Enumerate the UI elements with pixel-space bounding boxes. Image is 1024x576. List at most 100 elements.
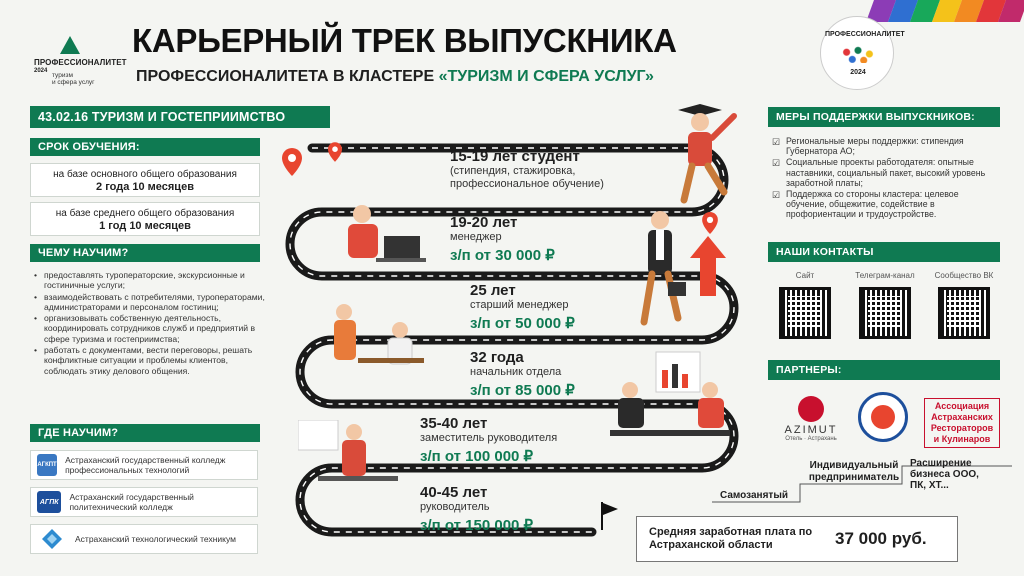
track-stage: 35-40 лет заместитель руководителя з/п о… xyxy=(420,415,640,465)
support-list: ☑ Региональные меры поддержки: стипендия … xyxy=(772,136,998,221)
contact-label: Сообщество ВК xyxy=(934,271,994,280)
stage-salary: з/п от 50 000 ₽ xyxy=(470,315,575,332)
support-text: Поддержка со стороны кластера: целевое о… xyxy=(786,189,959,220)
checkbox-icon: ☑ xyxy=(772,158,781,169)
duration-option: на базе основного общего образования 2 г… xyxy=(30,163,260,197)
checkbox-icon: ☑ xyxy=(772,137,781,147)
step-expansion: Расширение бизнеса ООО, ПК, ХТ... xyxy=(910,458,979,491)
logo: ПРОФЕССИОНАЛИТЕТ 2024 туризм и сфера усл… xyxy=(30,14,130,86)
profession-badge: ПРОФЕССИОНАЛИТЕТ 2024 xyxy=(820,16,905,90)
college-card: Астраханский технологический техникум xyxy=(30,524,258,554)
colleges-heading: ГДЕ НАУЧИМ? xyxy=(30,424,260,442)
team-meeting-illustration xyxy=(334,304,424,365)
list-item: предоставлять туроператорские, экскурсио… xyxy=(34,270,266,291)
partner-association: Ассоциация Астраханских Рестораторов и К… xyxy=(924,398,1000,448)
stage-age: 35-40 лет xyxy=(420,415,488,432)
finish-flag-icon xyxy=(601,502,618,530)
page-subtitle: ПРОФЕССИОНАЛИТЕТА В КЛАСТЕРЕ «ТУРИЗМ И С… xyxy=(136,68,654,86)
track-stage: 32 года начальник отдела з/п от 85 000 ₽ xyxy=(470,349,670,399)
qr-code-site[interactable] xyxy=(779,287,831,339)
skills-list: предоставлять туроператорские, экскурсио… xyxy=(34,270,266,377)
stage-role: заместитель руководителя xyxy=(420,432,558,444)
duration-basis: на базе среднего общего образования xyxy=(55,208,235,219)
college-abbr: АГКПТ xyxy=(37,462,57,468)
logo-text: ПРОФЕССИОНАЛИТЕТ xyxy=(34,58,127,67)
business-steps: Самозанятый Индивидуальный предпринимате… xyxy=(712,452,1012,522)
map-pin-icon xyxy=(282,148,302,176)
college-abbr: АГПК xyxy=(39,498,59,506)
track-stage: 40-45 лет руководитель з/п от 150 000 ₽ xyxy=(420,484,620,534)
stage-age: 15-19 лет студент xyxy=(450,148,580,165)
map-pin-icon xyxy=(328,142,342,162)
subtitle-accent: «ТУРИЗМ И СФЕРА УСЛУГ» xyxy=(438,68,654,85)
duration-option: на базе среднего общего образования 1 го… xyxy=(30,202,260,236)
stage-role: старший менеджер xyxy=(470,299,569,311)
step-self-employed: Самозанятый xyxy=(720,490,789,501)
list-item: организовывать собственную деятельность,… xyxy=(34,313,266,344)
stage-age: 32 года xyxy=(470,349,524,366)
average-salary-box: Средняя заработная плата по Астраханской… xyxy=(636,516,958,562)
track-stage: 19-20 лет менеджер з/п от 30 000 ₽ xyxy=(450,214,650,264)
contact-label: Телеграм-канал xyxy=(855,271,915,280)
average-salary-label: Средняя заработная плата по Астраханской… xyxy=(649,526,813,551)
duration-term: 2 года 10 месяцев xyxy=(96,181,194,193)
college-logo-icon xyxy=(37,528,67,550)
career-road xyxy=(285,143,739,537)
track-stage: 25 лет старший менеджер з/п от 50 000 ₽ xyxy=(470,282,670,332)
stage-salary: з/п от 85 000 ₽ xyxy=(470,382,575,399)
page-title: КАРЬЕРНЫЙ ТРЕК ВЫПУСКНИКА xyxy=(132,22,677,59)
college-logo-icon: АГПК xyxy=(37,491,62,513)
department-head-illustration xyxy=(610,351,730,436)
qr-code-telegram[interactable] xyxy=(859,287,911,339)
list-item: ☑ Социальные проекты работодателя: опытны… xyxy=(772,157,998,188)
list-item: ☑ Поддержка со стороны кластера: целевое … xyxy=(772,189,998,220)
college-name: Астраханский технологический техникум xyxy=(75,534,236,544)
badge-text: ПРОФЕССИОНАЛИТЕТ xyxy=(825,31,905,38)
stage-salary: з/п от 150 000 ₽ xyxy=(420,517,534,534)
skills-heading: ЧЕМУ НАУЧИМ? xyxy=(30,244,260,262)
manager-illustration xyxy=(348,205,426,262)
list-item: ☑ Региональные меры поддержки: стипендия … xyxy=(772,136,998,156)
duration-term: 1 год 10 месяцев xyxy=(99,220,191,232)
azimut-name: AZIMUT xyxy=(784,424,838,436)
list-item: работать с документами, вести переговоры… xyxy=(34,345,266,376)
qr-code-vk[interactable] xyxy=(938,287,990,339)
average-salary-value: 37 000 руб. xyxy=(835,529,927,548)
stage-salary: з/п от 100 000 ₽ xyxy=(420,448,534,465)
logo-year: 2024 xyxy=(34,68,48,74)
checkbox-icon: ☑ xyxy=(772,190,781,201)
step-entrepreneur: Индивидуальный предприниматель xyxy=(808,460,900,483)
stage-role: (стипендия, стажировка, профессиональное… xyxy=(450,165,604,190)
college-name: Астраханский государственный колледж про… xyxy=(65,455,226,475)
azimut-logo-icon xyxy=(798,396,824,422)
duration-basis: на базе основного общего образования xyxy=(53,169,237,180)
azimut-sub: Отель · Астрахань xyxy=(785,436,837,442)
stage-age: 40-45 лет xyxy=(420,484,488,501)
support-heading: МЕРЫ ПОДДЕРЖКИ ВЫПУСКНИКОВ: xyxy=(768,107,1000,127)
stage-age: 25 лет xyxy=(470,282,516,299)
badge-dots-icon xyxy=(839,45,877,63)
growth-arrow-icon xyxy=(690,236,726,296)
stage-role: менеджер xyxy=(450,231,502,243)
graduate-illustration xyxy=(678,104,737,204)
college-name: Астраханский государственный политехниче… xyxy=(69,492,194,512)
program-title-bar: 43.02.16 ТУРИЗМ И ГОСТЕПРИИМСТВО xyxy=(30,106,330,128)
list-item: взаимодействовать с потребителями, туроп… xyxy=(34,292,266,313)
stage-role: руководитель xyxy=(420,501,490,513)
college-card: АГПК Астраханский государственный полите… xyxy=(30,487,258,517)
contact-label: Сайт xyxy=(795,271,815,280)
senior-manager-illustration xyxy=(640,211,686,326)
rainbow-corner-decor xyxy=(865,0,1024,22)
stage-role: начальник отдела xyxy=(470,366,562,378)
deputy-head-illustration xyxy=(298,420,398,481)
badge-year: 2024 xyxy=(850,69,866,76)
college-logo-icon: АГКПТ xyxy=(37,454,58,476)
partner-azimut: AZIMUT Отель · Астрахань xyxy=(776,396,846,446)
map-pin-icon xyxy=(702,212,718,234)
partner-seal-icon xyxy=(858,392,908,442)
support-text: Региональные меры поддержки: стипендия Г… xyxy=(786,136,964,157)
logo-triangle-icon xyxy=(60,36,80,54)
college-card: АГКПТ Астраханский государственный колле… xyxy=(30,450,258,480)
support-text: Социальные проекты работодателя: опытные… xyxy=(786,157,986,188)
subtitle-prefix: ПРОФЕССИОНАЛИТЕТА В КЛАСТЕРЕ xyxy=(136,68,435,85)
